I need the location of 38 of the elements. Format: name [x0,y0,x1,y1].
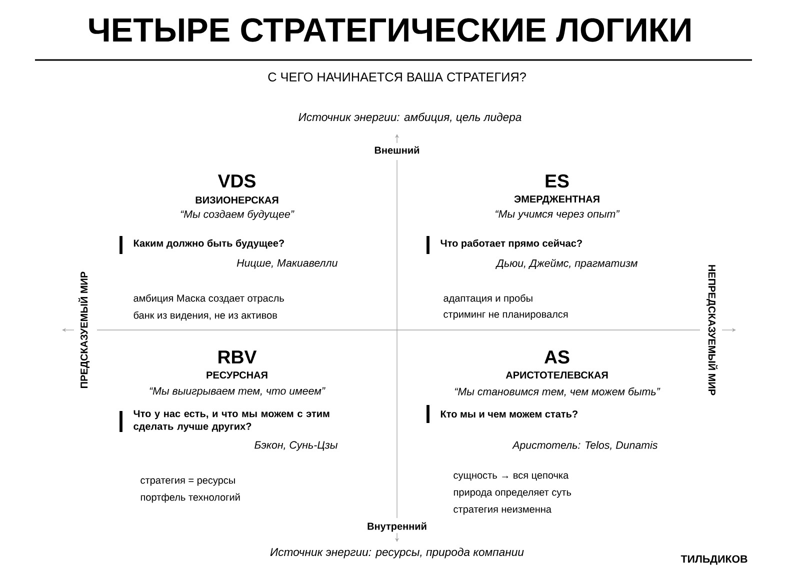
logic-name: ВИЗИОНЕРСКАЯ [196,196,278,204]
example: стратегия = ресурсы [140,478,235,486]
subtitle: С ЧЕГО НАЧИНАЕТСЯ ВАША СТРАТЕГИЯ? [268,72,526,82]
motto: “Мы становимся тем, чем можем быть” [454,387,660,397]
logic-name: ЭМЕРДЖЕНТНАЯ [514,196,600,204]
thinkers: Бэкон, Сунь-Цзы [254,441,338,451]
axis-label: Внутренний [368,522,426,532]
axis-label: ПРЕДСКАЗУЕМЫЙ МИР [78,272,90,388]
logic-name: РЕСУРСНАЯ [206,371,268,379]
author-name: ТИЛЬДИКОВ [680,555,748,565]
key-question: Что у нас есть, и что мы можем с этим сделать лучше других? [134,410,330,432]
logic-code: VDS [218,174,256,188]
motto: “Мы учимся через опыт” [496,210,620,220]
example: адаптация и пробы [444,294,532,304]
energy-source-note: Источник энергии: амбиция, цель лидера [298,112,522,124]
motto: “Мы создаем будущее” [180,210,294,220]
key-question: Что работает прямо сейчас? [440,239,582,249]
example: банк из видения, не из активов [134,311,277,321]
thinkers: Дьюи, Джеймс, прагматизм [496,258,638,270]
axis-label: Внешний [374,146,420,154]
logic-code: AS [544,350,570,364]
example: природа определяет суть [454,490,572,498]
axis-label: НЕПРЕДСКАЗУЕМЫЙ МИР [706,265,718,396]
example: стриминг не планировался [444,312,568,320]
thinkers: Ницше, Макиавелли [236,259,338,269]
example: стратегия неизменна [454,507,552,515]
energy-source-note: Источник энергии: ресурсы, природа компании [270,548,524,558]
title: ЧЕТЫРЕ СТРАТЕГИЧЕСКИЕ ЛОГИКИ [89,18,690,42]
logic-code: ES [546,174,569,188]
logic-name: АРИСТОТЕЛЕВСКАЯ [506,371,608,379]
example: сущность → вся цепочка [454,473,569,481]
key-question: Кто мы и чем можем стать? [440,410,578,418]
motto: “Мы выигрываем тем, что имеем” [150,387,326,397]
key-question: Каким должно быть будущее? [134,239,284,249]
example: портфель технологий [140,493,240,503]
example: амбиция Маска создает отрасль [134,294,284,304]
logic-code: RBV [218,350,257,364]
thinkers: Аристотель: Telos, Dunamis [512,441,658,451]
